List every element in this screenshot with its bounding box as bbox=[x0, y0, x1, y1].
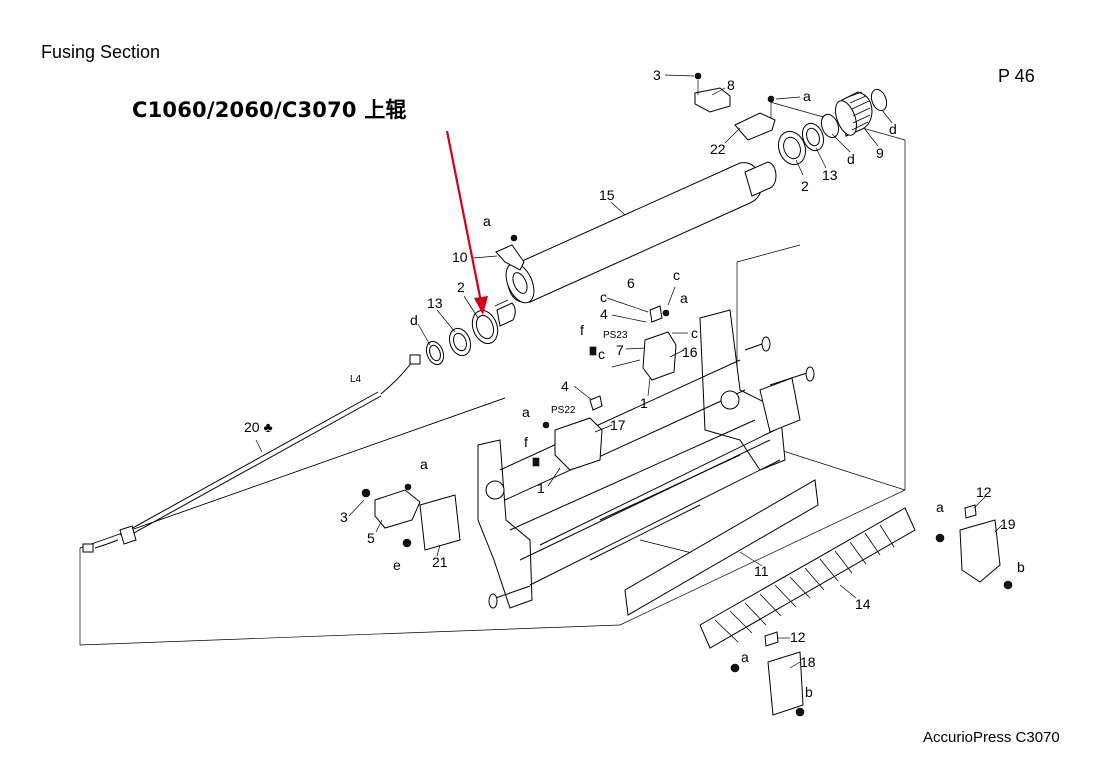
callout-b-lower: b bbox=[805, 684, 813, 700]
label-ps23: PS23 bbox=[603, 330, 628, 341]
callout-c-3: c bbox=[691, 325, 698, 341]
callout-12-lower: 12 bbox=[790, 629, 806, 645]
callout-3-top: 3 bbox=[653, 67, 661, 83]
callout-4-lower: 4 bbox=[561, 378, 569, 394]
upper-brackets bbox=[495, 72, 776, 271]
footer-model: AccurioPress C3070 bbox=[923, 729, 1060, 746]
callout-2-left: 2 bbox=[457, 279, 465, 295]
callout-c-2: c bbox=[600, 289, 607, 305]
right-bearings-gear bbox=[777, 88, 888, 166]
callout-a-lower: a bbox=[741, 649, 749, 665]
callout-4-upper: 4 bbox=[600, 306, 608, 322]
callout-a-sensor: a bbox=[680, 290, 688, 306]
page-number: P 46 bbox=[998, 66, 1035, 86]
callout-5: 5 bbox=[367, 530, 375, 546]
callout-9: 9 bbox=[876, 145, 884, 161]
callout-d-right-1: d bbox=[847, 151, 855, 167]
callout-16: 16 bbox=[682, 344, 698, 360]
callout-1-upper: 1 bbox=[640, 395, 648, 411]
callout-10: 10 bbox=[452, 249, 468, 265]
callout-8: 8 bbox=[727, 77, 735, 93]
callout-14: 14 bbox=[855, 596, 871, 612]
callout-13-left: 13 bbox=[427, 295, 443, 311]
callout-7: 7 bbox=[616, 342, 624, 358]
callout-15: 15 bbox=[599, 187, 615, 203]
page-title: Fusing Section bbox=[41, 42, 161, 62]
guide-plate-11 bbox=[624, 479, 819, 616]
left-bearings bbox=[425, 310, 499, 366]
callout-c-4: c bbox=[598, 346, 605, 362]
harness-20 bbox=[82, 354, 421, 553]
main-frame bbox=[477, 309, 815, 609]
callout-12-right: 12 bbox=[976, 484, 992, 500]
sensor-assemblies bbox=[532, 305, 677, 471]
annotation-arrow bbox=[445, 130, 488, 315]
callout-a-roller: a bbox=[483, 213, 491, 229]
callout-22: 22 bbox=[710, 141, 726, 157]
lower-left-bracket bbox=[361, 483, 461, 551]
leader-lines bbox=[255, 74, 1003, 669]
callout-11: 11 bbox=[754, 563, 769, 579]
right-brackets bbox=[730, 504, 1013, 717]
callout-21: 21 bbox=[432, 554, 448, 570]
frame-lines bbox=[79, 101, 906, 646]
callout-a-right: a bbox=[936, 499, 944, 515]
callout-d-left: d bbox=[410, 312, 418, 328]
callout-a-top: a bbox=[803, 88, 811, 104]
callout-17: 17 bbox=[610, 417, 626, 433]
callout-e: e bbox=[393, 557, 401, 573]
callout-b-right: b bbox=[1017, 559, 1025, 575]
callout-18: 18 bbox=[800, 654, 816, 670]
model-annotation: C1060/2060/C3070 上辊 bbox=[132, 98, 407, 122]
callout-20: 20 ♣ bbox=[244, 419, 273, 435]
callout-labels: 3 8 a 22 2 13 d 9 d 15 a 10 2 13 d 6 c c… bbox=[244, 67, 1025, 700]
callout-19: 19 bbox=[1000, 516, 1016, 532]
callout-f-lower: f bbox=[524, 434, 528, 450]
callout-c-1: c bbox=[673, 267, 680, 283]
guide-comb-14 bbox=[699, 507, 916, 649]
callout-13-right: 13 bbox=[822, 167, 838, 183]
callout-a-ps22: a bbox=[522, 404, 530, 420]
label-ps22: PS22 bbox=[551, 405, 576, 416]
callout-2-right: 2 bbox=[801, 178, 809, 194]
callout-d-right-2: d bbox=[889, 121, 897, 137]
callout-3-lower: 3 bbox=[340, 509, 348, 525]
callout-a-lower-left: a bbox=[420, 456, 428, 472]
callout-1-lower: 1 bbox=[537, 480, 545, 496]
callout-f-upper: f bbox=[580, 322, 584, 338]
label-l4: L4 bbox=[350, 374, 362, 385]
fusing-roller bbox=[494, 161, 777, 327]
callout-6: 6 bbox=[627, 275, 635, 291]
